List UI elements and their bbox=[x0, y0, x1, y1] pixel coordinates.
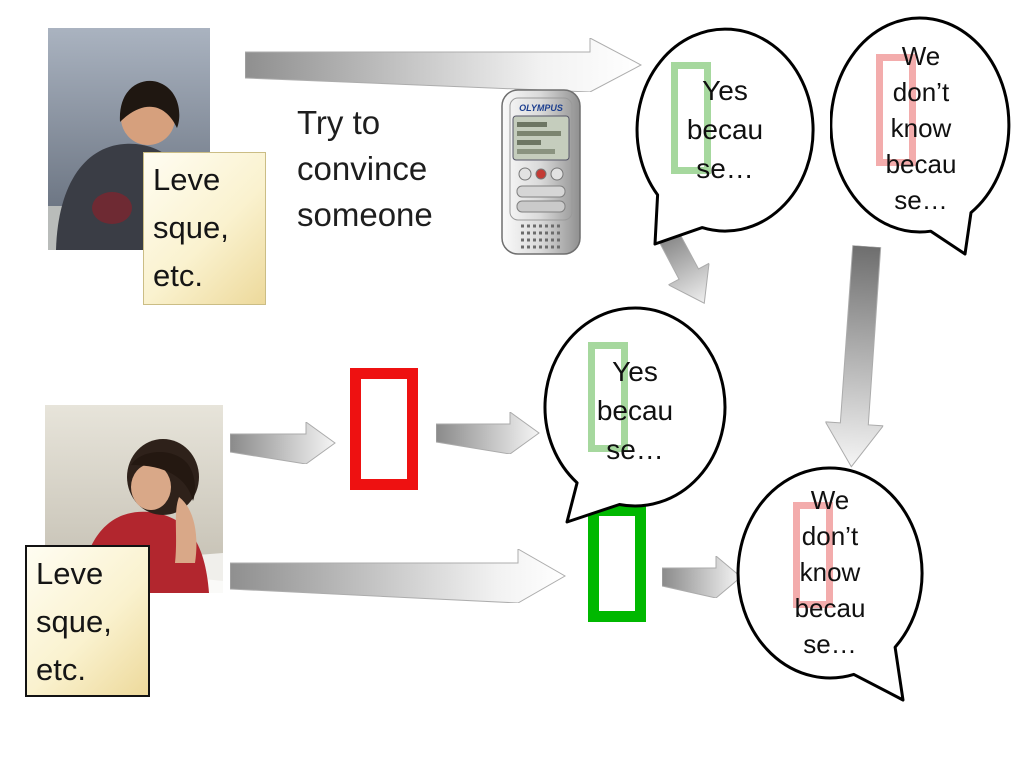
bubble-text-yes-top: Yes becau se… bbox=[686, 75, 764, 184]
bubble-text-yes-middle: Yes becau se… bbox=[596, 356, 674, 465]
arrow-right-to-red-box-icon bbox=[230, 422, 336, 464]
missing-glyph-highlight-pink bbox=[793, 502, 833, 608]
speech-bubble-we-bottom: We don’t know becau se… bbox=[736, 466, 924, 704]
voice-recorder-image: OLYMPUS bbox=[501, 89, 581, 255]
speech-bubble-yes-middle: Yes becau se… bbox=[543, 306, 727, 524]
arrow-right-top-icon bbox=[245, 38, 642, 92]
missing-glyph-highlight-green bbox=[671, 62, 711, 174]
speech-bubble-shape bbox=[635, 27, 815, 246]
arrow-right-to-we-bubble-icon bbox=[662, 556, 742, 598]
arrow-right-to-bubble-icon bbox=[436, 412, 540, 454]
recorder-brand-text: OLYMPUS bbox=[519, 103, 563, 113]
speech-bubble-shape bbox=[830, 16, 1011, 256]
missing-glyph-box-red bbox=[350, 368, 418, 490]
arrow-right-bottom-long-icon bbox=[230, 549, 566, 603]
instruction-text: Try to convince someone bbox=[297, 104, 433, 233]
bubble-text-we-top: We don’t know becau se… bbox=[885, 41, 957, 215]
sticky-note-top-text: Leve sque, etc. bbox=[153, 162, 229, 293]
sticky-note-top: Leve sque, etc. bbox=[143, 152, 266, 305]
speech-bubble-we-top: We don’t know becau se… bbox=[830, 16, 1012, 256]
missing-glyph-box-green bbox=[588, 505, 646, 622]
missing-glyph-highlight-green bbox=[588, 342, 628, 452]
missing-glyph-highlight-pink bbox=[876, 54, 916, 166]
sticky-note-bottom-text: Leve sque, etc. bbox=[36, 556, 112, 687]
bubble-text-we-bottom: We don’t know becau se… bbox=[794, 485, 866, 659]
sticky-note-bottom: Leve sque, etc. bbox=[25, 545, 150, 697]
speech-bubble-yes-top: Yes becau se… bbox=[635, 26, 815, 246]
arrow-down-long-icon bbox=[824, 244, 885, 468]
